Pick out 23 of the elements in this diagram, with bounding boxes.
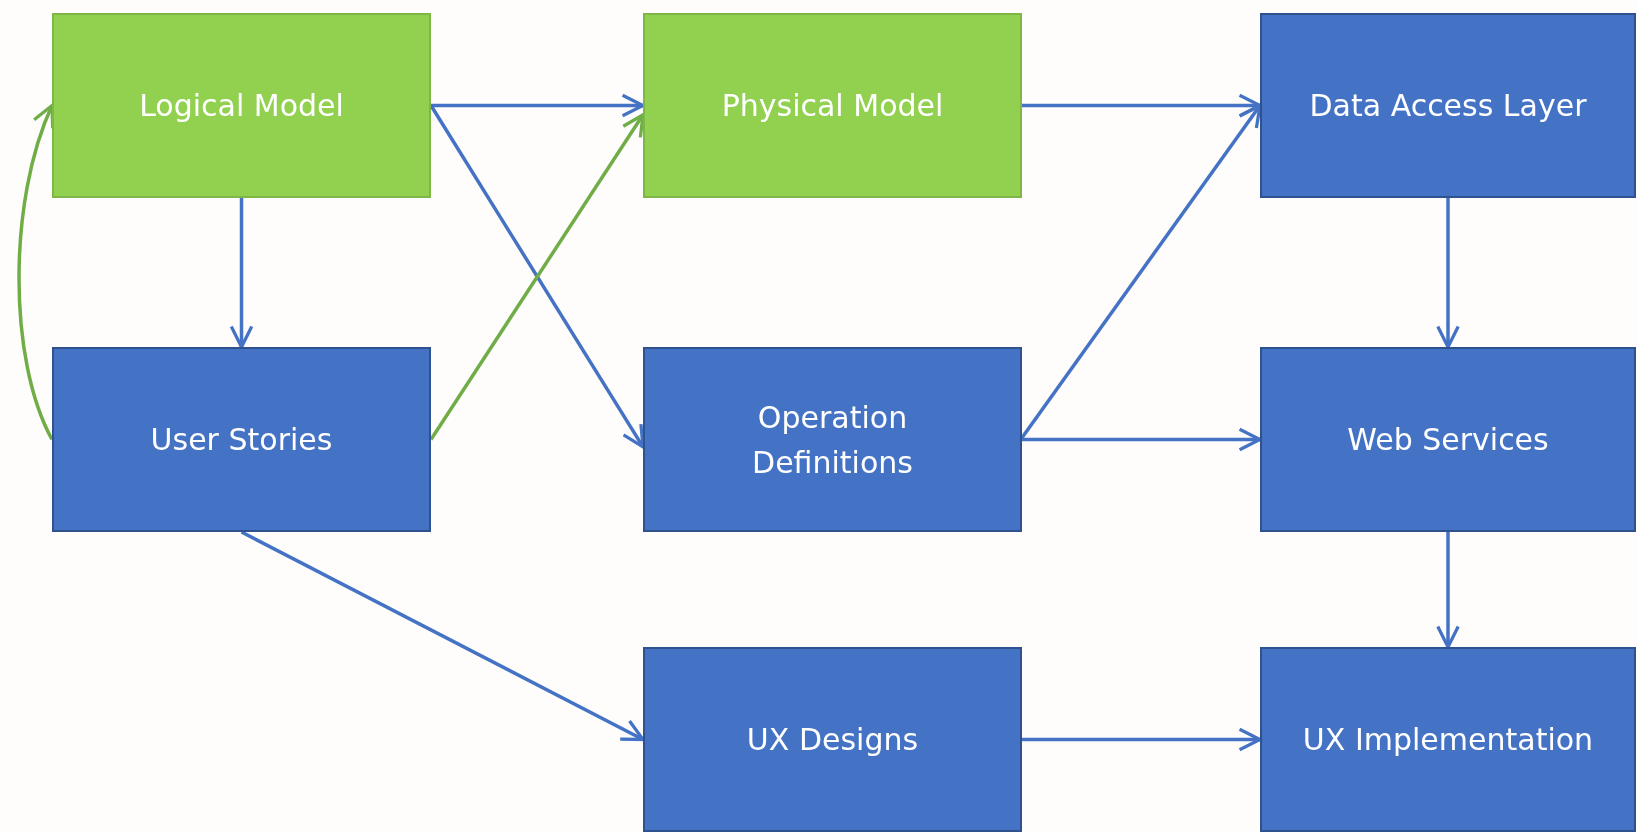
process-box (1260, 13, 1636, 198)
box-label: Data Access Layer (1309, 87, 1587, 125)
box-label: UX Implementation (1302, 721, 1594, 759)
box-label: Web Services (1347, 421, 1549, 459)
arrow (1436, 532, 1460, 649)
box-label: Logical Model (139, 87, 344, 125)
box-label: Physical Model (721, 87, 944, 125)
process-box (52, 13, 431, 198)
arrow (1436, 198, 1460, 349)
arrow (240, 530, 645, 742)
box-label: Operation Definitions (751, 398, 914, 482)
process-box (1260, 647, 1636, 832)
box-label: UX Designs (746, 721, 919, 759)
process-box (52, 347, 431, 532)
process-box (643, 13, 1022, 198)
arrow (1022, 727, 1262, 752)
arrow (431, 93, 645, 118)
arrow (229, 198, 254, 349)
process-box (643, 647, 1022, 832)
process-box (643, 347, 1022, 532)
box-label: User Stories (150, 421, 333, 459)
arrow (1022, 427, 1262, 452)
process-box (1260, 347, 1636, 532)
